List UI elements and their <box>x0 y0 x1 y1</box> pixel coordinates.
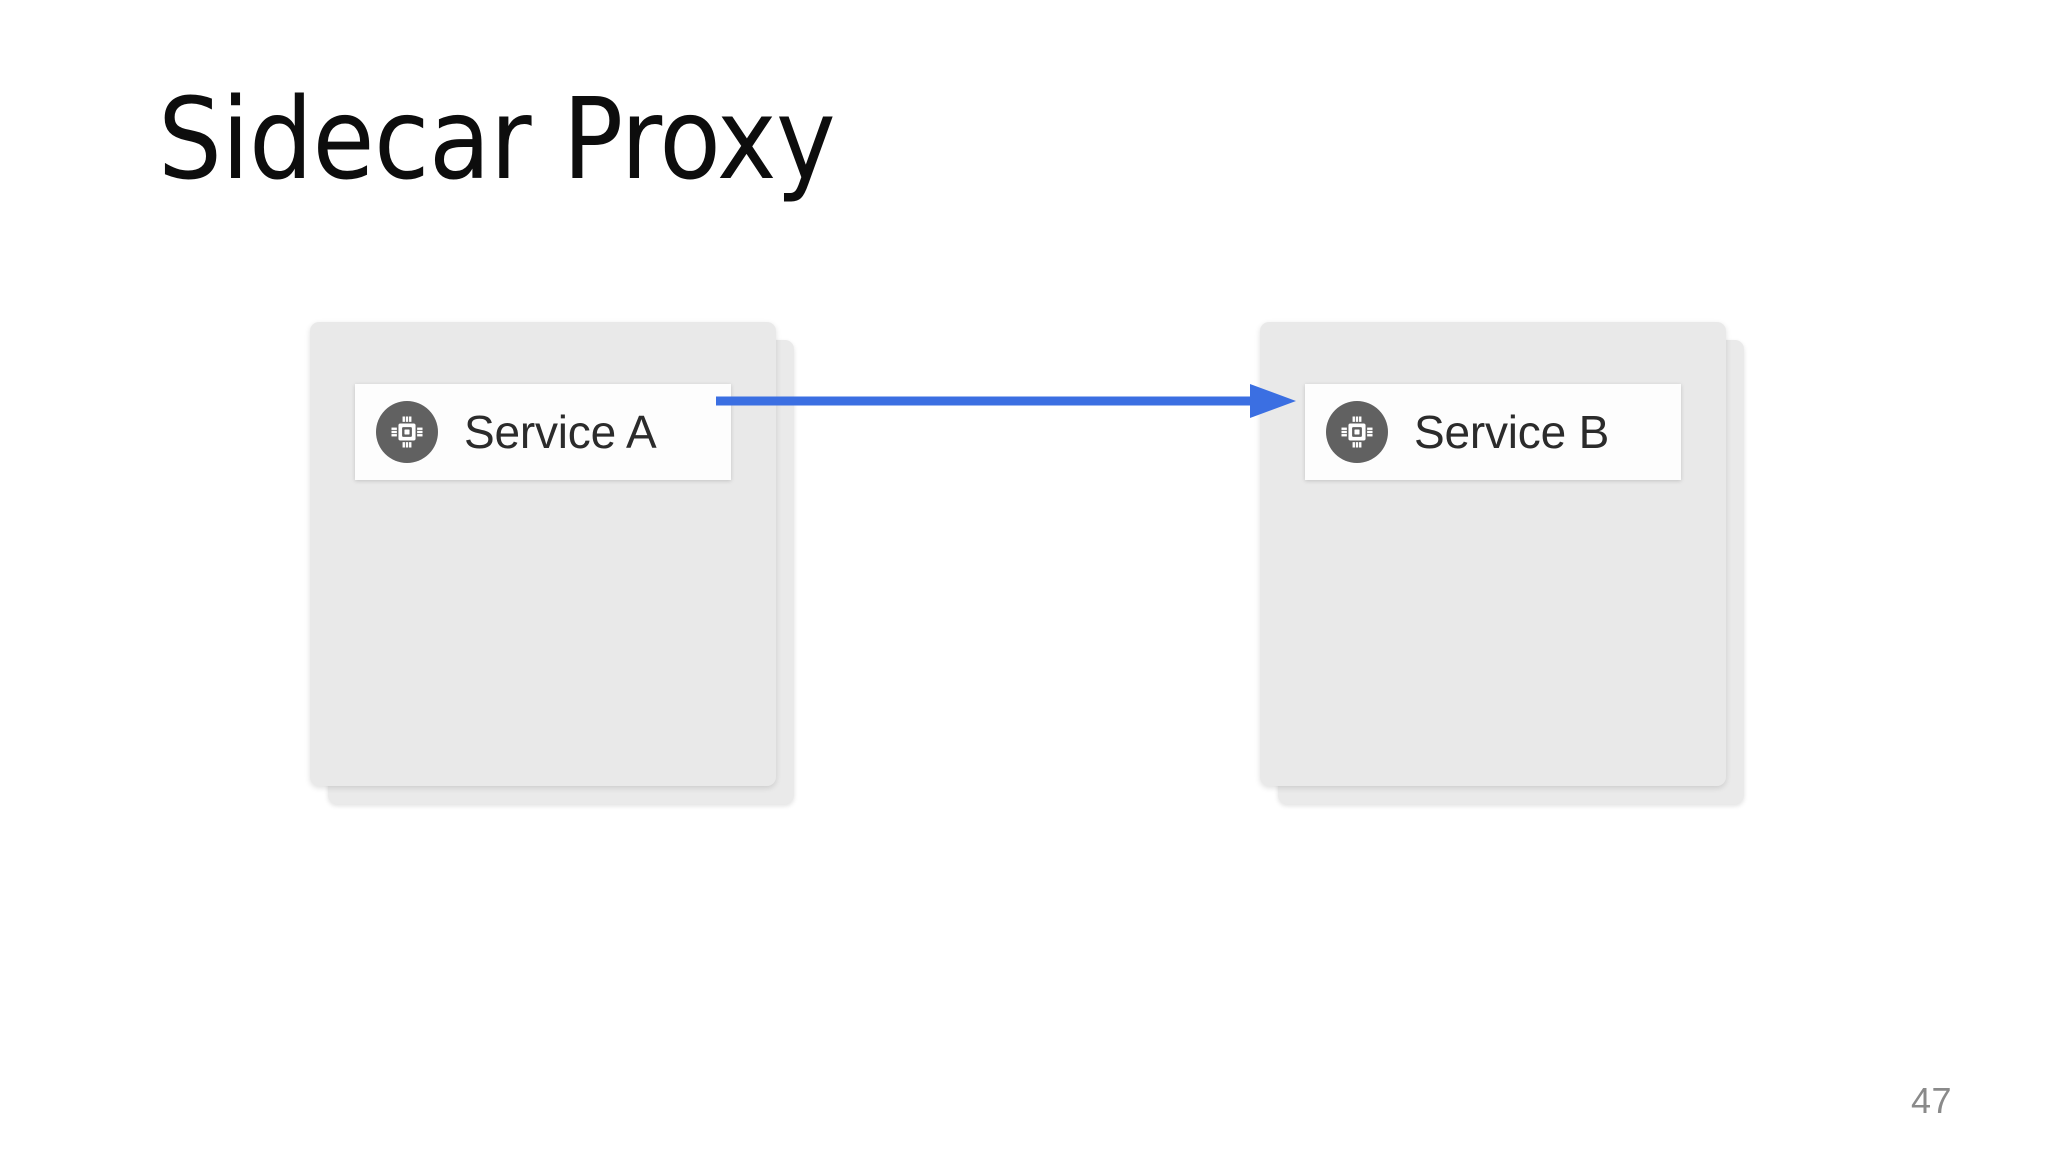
cpu-chip-icon <box>376 401 438 463</box>
service-label-bar[interactable]: Service B <box>1305 384 1681 480</box>
service-node-service-b[interactable]: Service B <box>1260 322 1744 804</box>
service-label-bar[interactable]: Service A <box>355 384 731 480</box>
page-number: 47 <box>1910 1080 1952 1121</box>
page-title: Sidecar Proxy <box>158 75 836 205</box>
service-name-label: Service B <box>1414 406 1610 458</box>
service-node-service-a[interactable]: Service A <box>310 322 794 804</box>
flow-arrow-service-a-to-service-b <box>716 384 1296 418</box>
service-name-label: Service A <box>464 406 657 458</box>
cpu-chip-icon <box>1326 401 1388 463</box>
